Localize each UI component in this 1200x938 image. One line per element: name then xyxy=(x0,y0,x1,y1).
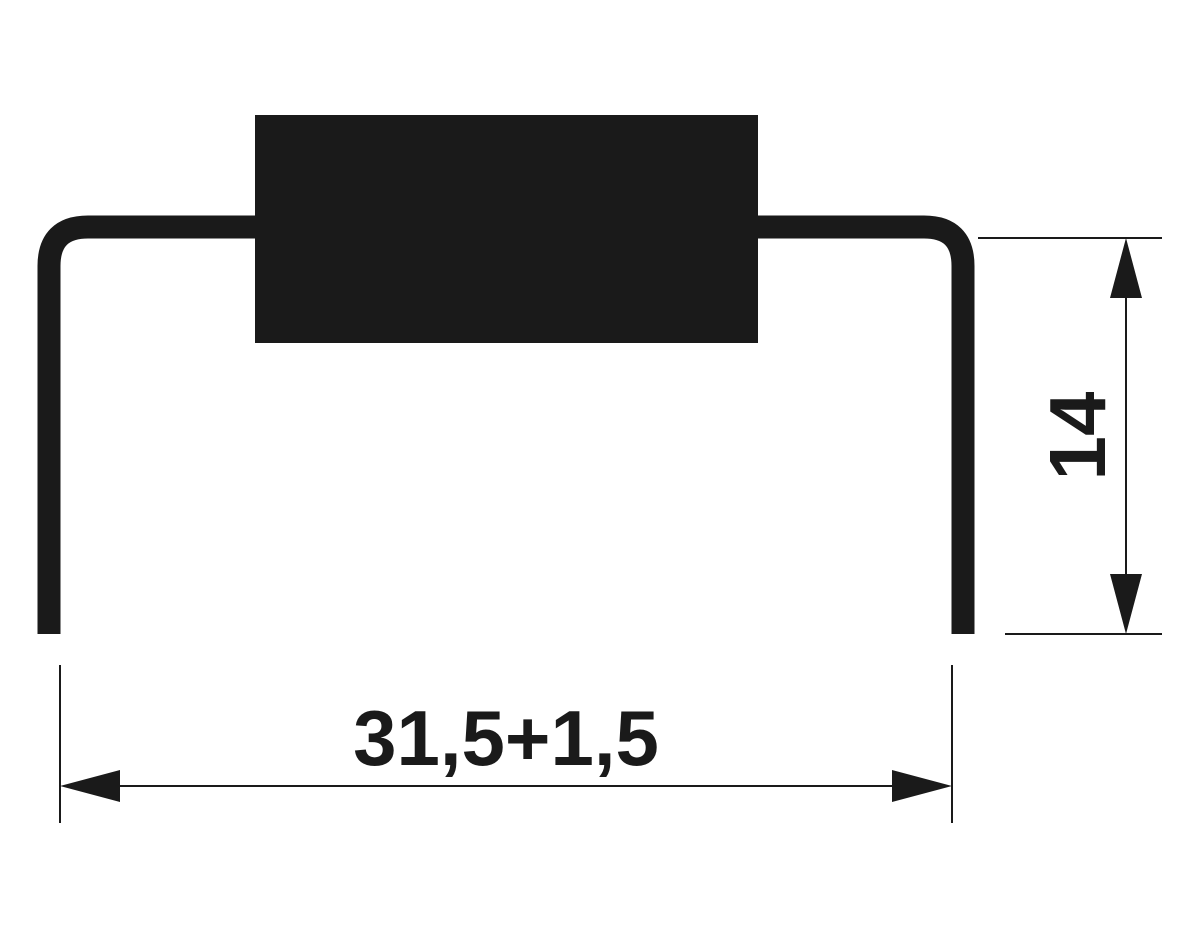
arrowhead-left xyxy=(60,770,120,802)
component-body xyxy=(255,115,758,343)
arrowhead-right xyxy=(892,770,952,802)
height-dimension-label: 14 xyxy=(1033,391,1122,480)
arrowhead-down xyxy=(1110,574,1142,634)
arrowhead-up xyxy=(1110,238,1142,298)
width-dimension-label: 31,5+1,5 xyxy=(353,694,659,782)
